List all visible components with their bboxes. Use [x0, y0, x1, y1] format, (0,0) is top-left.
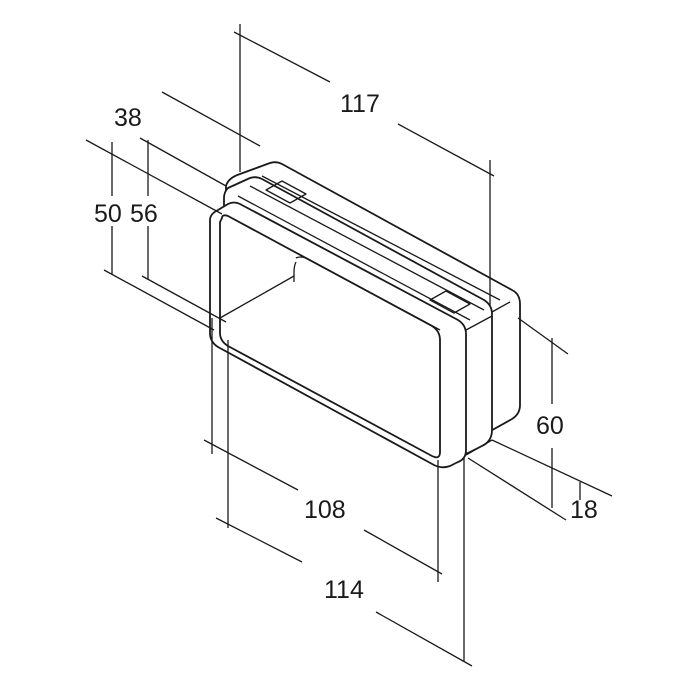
dim-18-ext-a — [491, 439, 613, 497]
dimension-117: 117 — [233, 24, 495, 306]
inner-back-edge — [295, 256, 441, 331]
dimension-56: 56 — [130, 137, 227, 323]
dim-56-bottom-ext — [141, 275, 227, 323]
inner-tunnel — [219, 261, 297, 319]
dim-50-bottom-ext — [103, 269, 215, 331]
dim-60-top-ext — [517, 317, 569, 355]
dimension-60: 60 — [517, 317, 569, 508]
dim-50-top-ext — [85, 139, 223, 215]
side-edge-3 — [465, 439, 493, 456]
dim-38-label: 38 — [114, 104, 142, 132]
rim-top-line-2 — [249, 185, 485, 311]
dim-117-label: 117 — [340, 90, 380, 118]
dim-18-label: 18 — [570, 496, 598, 524]
dim-108-line-a — [215, 517, 303, 563]
dim-114-line-a — [203, 439, 299, 491]
dimension-108: 108 — [215, 340, 443, 582]
dimension-38: 38 — [114, 91, 261, 147]
dim-56-top-ext — [139, 137, 227, 187]
side-edge-2 — [491, 301, 511, 313]
dim-117-line-b — [397, 123, 495, 177]
dim-38-line — [161, 91, 261, 147]
dim-60-label: 60 — [536, 412, 564, 440]
dim-117-line-a — [233, 31, 331, 83]
front-opening — [219, 214, 441, 459]
dim-50-label: 50 — [94, 200, 122, 228]
side-edge-1 — [465, 315, 493, 331]
dim-56-label: 56 — [130, 200, 158, 228]
dimension-114: 114 — [203, 318, 473, 667]
duct-adapter — [209, 161, 521, 469]
clip-left — [265, 180, 307, 204]
dimension-18: 18 — [467, 439, 613, 524]
dim-114-label: 114 — [324, 576, 364, 604]
dim-18-ext-b — [467, 457, 567, 521]
clip-right — [429, 290, 471, 314]
dim-108-line-b — [363, 529, 443, 575]
dim-114-line-b — [375, 611, 473, 667]
dim-108-label: 108 — [304, 496, 346, 524]
dimension-50: 50 — [85, 139, 223, 331]
